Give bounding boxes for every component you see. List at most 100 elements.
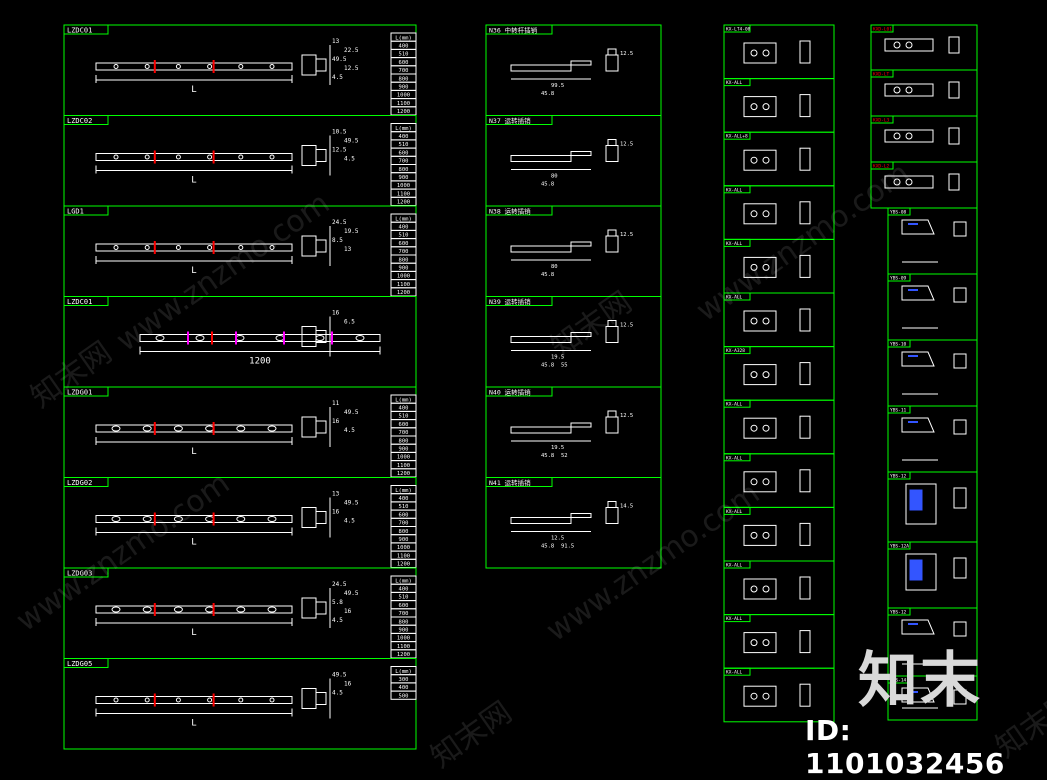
part-outline [743, 417, 777, 439]
dimension-value: 12.5 [344, 65, 359, 72]
bar-hole [113, 64, 119, 69]
bar-hole [144, 64, 150, 69]
part-card-label: YBS-12A [890, 544, 909, 550]
dimension-value: 45.8 [541, 453, 554, 459]
bar-slot [205, 425, 215, 432]
side-profile-head [315, 239, 327, 253]
side-profile-head [315, 420, 327, 434]
part-outline [743, 364, 777, 386]
hinge-side [948, 81, 960, 99]
length-table-value: 1100 [397, 553, 410, 559]
brand-logo: 知末 [858, 646, 982, 716]
dimension-value: 16 [344, 681, 352, 688]
bar-hole [207, 697, 213, 703]
panel-title: N39 运转插销 [489, 297, 531, 306]
bar-slot [205, 606, 215, 613]
length-table-value: 1100 [397, 282, 410, 288]
bar-hole [269, 64, 275, 69]
length-table-value: 600 [399, 603, 409, 609]
dimension-value: 49.5 [344, 590, 359, 597]
hinge-hole [893, 132, 901, 140]
length-table-value: 700 [399, 159, 409, 165]
lock-side-view [953, 621, 967, 637]
bar-slot [142, 425, 152, 432]
bolt-lever [570, 332, 592, 337]
bolt-body [510, 426, 572, 434]
part-card-label: YBS-09 [890, 276, 907, 282]
length-table-value: L(mm) [395, 216, 412, 222]
hinge-plate [884, 83, 934, 97]
bar-slot [355, 335, 365, 341]
part-card [887, 207, 978, 275]
part-card-tag [723, 667, 751, 676]
panel-title-box [485, 477, 553, 487]
length-table-value: 600 [399, 422, 409, 428]
hinge-side [948, 36, 960, 54]
part-card-tag [723, 238, 751, 247]
side-profile [301, 688, 317, 709]
panel-frame [485, 24, 662, 116]
panel-frame [63, 658, 417, 750]
part-card-label: KX-ALL [726, 241, 743, 247]
length-table-value: 900 [399, 447, 409, 453]
dimension-value: 12.5 [620, 232, 633, 238]
part-card-tag [870, 69, 894, 78]
part-card-label: KX-ALL [726, 80, 743, 86]
length-label: L [191, 85, 196, 95]
bolt-lever [570, 241, 592, 247]
bar-slot [111, 425, 121, 432]
part-outline [743, 310, 777, 332]
dimension-value: 4.5 [344, 156, 355, 163]
hinge-plate [884, 129, 934, 143]
lock-side-view [953, 353, 967, 369]
dimension-value: 16 [332, 418, 340, 425]
panel-title: LZDC01 [67, 27, 92, 35]
handle-insert [909, 489, 923, 511]
length-table-value: 600 [399, 60, 409, 66]
bar-slot [173, 425, 183, 432]
part-card [723, 399, 835, 455]
bolt-side-view [605, 54, 619, 72]
part-hole [762, 103, 770, 111]
length-table-value: L(mm) [395, 397, 412, 403]
length-table-value: 1000 [397, 545, 410, 551]
part-hole [750, 478, 758, 486]
part-card-label: KX-ALL [726, 616, 743, 622]
bolt-body [510, 245, 572, 253]
part-side-view [799, 94, 811, 118]
panel-title-box [485, 115, 553, 125]
dimension-value: 4.5 [332, 690, 343, 697]
length-table-value: 1200 [397, 200, 410, 206]
bolt-lever [570, 422, 592, 428]
part-hole [762, 317, 770, 325]
part-side-view [799, 630, 811, 654]
length-table-value: 1200 [397, 562, 410, 568]
part-hole [750, 263, 758, 271]
length-label: L [191, 719, 196, 729]
part-card-tag [887, 471, 911, 480]
bar-slot [173, 516, 183, 522]
length-table-value: L(mm) [395, 35, 412, 41]
part-card [723, 453, 835, 508]
latch-bar [95, 605, 293, 614]
hinge-plate [884, 175, 934, 189]
part-card-tag [723, 24, 751, 33]
part-side-view [799, 362, 811, 386]
bar-slot [275, 335, 285, 341]
part-card [723, 78, 835, 133]
panel-title: N41 运转插销 [489, 478, 531, 487]
length-table-value: 1200 [397, 109, 410, 115]
part-outline [743, 685, 777, 707]
dimension-value: 4.5 [344, 427, 355, 434]
part-card [723, 185, 835, 240]
length-table-value: 400 [399, 44, 409, 50]
latch-bar [95, 62, 293, 71]
part-card-label: KX-ALL+8 [726, 134, 748, 140]
part-hole [762, 531, 770, 539]
handle-body [905, 483, 937, 525]
bar-hole [269, 154, 275, 160]
length-table-value: 800 [399, 257, 409, 263]
lock-side-view [953, 287, 967, 303]
dimension-value: 45.8 [541, 363, 554, 369]
part-hole [750, 424, 758, 432]
